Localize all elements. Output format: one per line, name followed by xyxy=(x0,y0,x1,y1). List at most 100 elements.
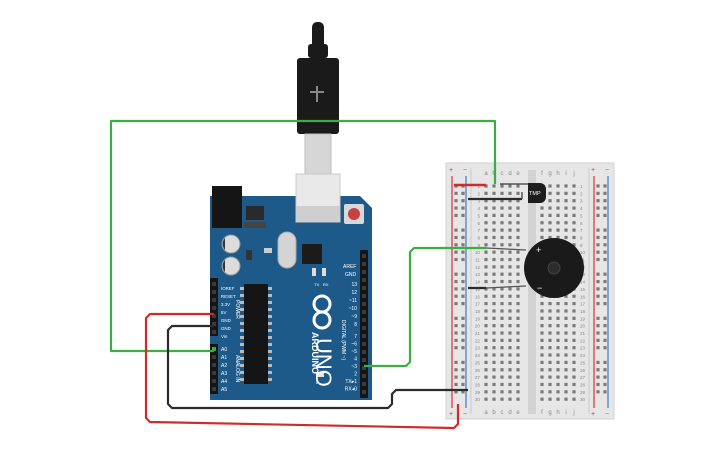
analog-pin-a4[interactable] xyxy=(212,379,216,383)
breadboard-hole[interactable] xyxy=(556,235,560,240)
analog-pin-a2[interactable] xyxy=(212,363,216,367)
breadboard-hole[interactable] xyxy=(508,390,512,394)
breadboard-hole[interactable] xyxy=(500,331,504,335)
header-pin[interactable] xyxy=(362,350,366,354)
breadboard-hole[interactable] xyxy=(484,265,488,269)
breadboard-hole[interactable] xyxy=(548,338,552,342)
header-pin[interactable] xyxy=(212,322,216,326)
breadboard-hole[interactable] xyxy=(492,265,496,269)
breadboard-hole[interactable] xyxy=(500,397,504,401)
breadboard-hole[interactable] xyxy=(508,309,512,313)
breadboard-hole[interactable] xyxy=(572,213,576,217)
breadboard-hole[interactable] xyxy=(500,184,504,188)
breadboard-hole[interactable] xyxy=(556,338,560,342)
breadboard-hole[interactable] xyxy=(500,316,504,320)
breadboard-hole[interactable] xyxy=(548,346,552,350)
breadboard-hole[interactable] xyxy=(500,324,504,328)
breadboard-hole[interactable] xyxy=(572,191,576,195)
breadboard-hole[interactable] xyxy=(516,250,520,254)
header-pin[interactable] xyxy=(212,282,216,286)
breadboard-hole[interactable] xyxy=(548,228,552,232)
rail-hole[interactable] xyxy=(461,191,465,195)
header-pin[interactable] xyxy=(362,342,366,346)
rail-hole[interactable] xyxy=(461,331,465,335)
breadboard-hole[interactable] xyxy=(500,199,504,203)
breadboard-hole[interactable] xyxy=(540,346,544,350)
rail-hole[interactable] xyxy=(454,338,458,342)
breadboard-hole[interactable] xyxy=(484,294,488,298)
breadboard-hole[interactable] xyxy=(508,346,512,350)
breadboard-hole[interactable] xyxy=(516,324,520,328)
breadboard-hole[interactable] xyxy=(500,243,504,247)
rail-hole[interactable] xyxy=(603,272,607,276)
breadboard-hole[interactable] xyxy=(516,199,520,203)
breadboard-hole[interactable] xyxy=(556,331,560,335)
rail-hole[interactable] xyxy=(603,382,607,387)
breadboard-hole[interactable] xyxy=(556,228,560,232)
rail-hole[interactable] xyxy=(454,324,458,328)
breadboard-hole[interactable] xyxy=(492,382,496,387)
breadboard-hole[interactable] xyxy=(564,191,568,195)
breadboard-hole[interactable] xyxy=(540,338,544,342)
rail-hole[interactable] xyxy=(461,272,465,276)
breadboard-hole[interactable] xyxy=(564,213,568,217)
breadboard-hole[interactable] xyxy=(516,309,520,313)
breadboard-hole[interactable] xyxy=(516,375,520,379)
breadboard-hole[interactable] xyxy=(548,184,552,188)
breadboard-hole[interactable] xyxy=(516,287,520,291)
breadboard-hole[interactable] xyxy=(500,206,504,210)
breadboard-hole[interactable] xyxy=(508,221,512,225)
breadboard-hole[interactable] xyxy=(500,279,504,284)
breadboard-hole[interactable] xyxy=(492,346,496,350)
rail-hole[interactable] xyxy=(596,228,600,232)
breadboard-hole[interactable] xyxy=(540,235,544,240)
header-pin[interactable] xyxy=(362,262,366,266)
rail-hole[interactable] xyxy=(454,390,458,394)
breadboard-hole[interactable] xyxy=(548,191,552,195)
breadboard-hole[interactable] xyxy=(492,235,496,240)
rail-hole[interactable] xyxy=(461,287,465,291)
breadboard-hole[interactable] xyxy=(508,287,512,291)
rail-hole[interactable] xyxy=(596,346,600,350)
rail-hole[interactable] xyxy=(603,199,607,203)
header-pin[interactable] xyxy=(212,314,216,318)
breadboard-hole[interactable] xyxy=(564,309,568,313)
rail-hole[interactable] xyxy=(596,257,600,262)
rail-hole[interactable] xyxy=(461,228,465,232)
breadboard-hole[interactable] xyxy=(564,206,568,210)
breadboard-hole[interactable] xyxy=(572,302,576,306)
breadboard-hole[interactable] xyxy=(556,360,560,364)
analog-pin-a3[interactable] xyxy=(212,371,216,375)
rail-hole[interactable] xyxy=(461,346,465,350)
breadboard-hole[interactable] xyxy=(484,360,488,364)
rail-hole[interactable] xyxy=(454,199,458,203)
breadboard-hole[interactable] xyxy=(484,375,488,379)
rail-hole[interactable] xyxy=(596,184,600,188)
breadboard-hole[interactable] xyxy=(564,221,568,225)
rail-hole[interactable] xyxy=(461,213,465,217)
rail-hole[interactable] xyxy=(603,191,607,195)
breadboard-hole[interactable] xyxy=(516,302,520,306)
breadboard-hole[interactable] xyxy=(516,390,520,394)
breadboard-hole[interactable] xyxy=(572,390,576,394)
breadboard-hole[interactable] xyxy=(572,309,576,313)
breadboard-hole[interactable] xyxy=(540,324,544,328)
breadboard-hole[interactable] xyxy=(508,272,512,276)
breadboard-hole[interactable] xyxy=(484,206,488,210)
breadboard-hole[interactable] xyxy=(564,331,568,335)
rail-hole[interactable] xyxy=(454,213,458,217)
breadboard-hole[interactable] xyxy=(548,324,552,328)
rail-hole[interactable] xyxy=(596,390,600,394)
breadboard-hole[interactable] xyxy=(516,397,520,401)
breadboard-hole[interactable] xyxy=(484,390,488,394)
header-pin[interactable] xyxy=(362,382,366,386)
breadboard-hole[interactable] xyxy=(500,228,504,232)
breadboard-hole[interactable] xyxy=(500,382,504,387)
breadboard-hole[interactable] xyxy=(492,243,496,247)
breadboard-hole[interactable] xyxy=(492,324,496,328)
breadboard-hole[interactable] xyxy=(508,206,512,210)
breadboard-hole[interactable] xyxy=(492,316,496,320)
breadboard-hole[interactable] xyxy=(556,316,560,320)
rail-hole[interactable] xyxy=(454,302,458,306)
wire-green-d3-to-buzzer[interactable] xyxy=(364,246,486,368)
